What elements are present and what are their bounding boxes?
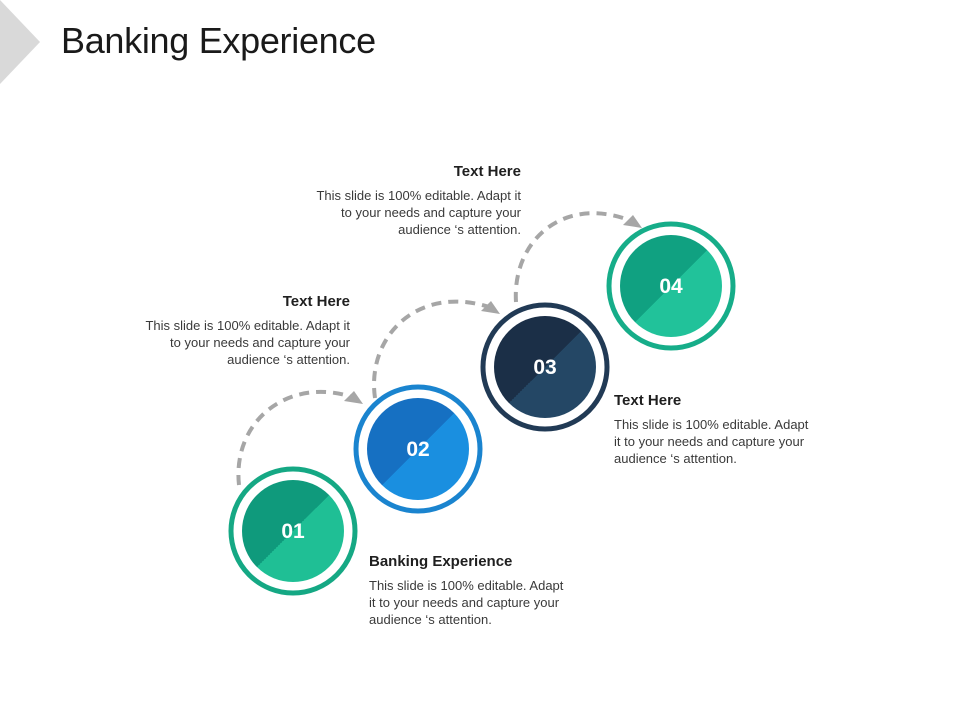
step-03-number: 03 [533,356,556,379]
step-circle-03: 03 [480,302,610,432]
step-01-disc [242,480,344,582]
step-circle-04: 04 [606,221,736,351]
text-block-03-line-2: it to your needs and capture your [614,434,805,449]
text-block-03-line-1: This slide is 100% editable. Adapt [614,417,809,432]
text-block-04-body: This slide is 100% editable. Adapt it to… [281,187,521,238]
step-04-disc [620,235,722,337]
text-block-04-line-1: This slide is 100% editable. Adapt it [316,188,521,203]
step-03-disc [494,316,596,418]
text-block-02: Text Here This slide is 100% editable. A… [110,293,350,368]
corner-chevron-shape [0,0,40,84]
text-block-01-line-1: This slide is 100% editable. Adapt [369,578,564,593]
text-block-03-heading: Text Here [614,392,682,409]
text-block-03-body: This slide is 100% editable. Adapt it to… [614,416,844,467]
arrowhead-2 [481,301,500,314]
step-02-disc [367,398,469,500]
text-block-04: Text Here This slide is 100% editable. A… [281,163,521,238]
text-block-02-heading: Text Here [282,293,350,310]
connector-arrow-2 [372,299,493,399]
step-01-number: 01 [281,520,305,543]
text-block-01-heading: Banking Experience [369,553,513,570]
text-block-02-body: This slide is 100% editable. Adapt it to… [110,317,350,368]
arrowhead-1 [344,391,363,404]
text-block-01-line-3: audience ‘s attention. [369,612,492,627]
text-block-03: Text Here This slide is 100% editable. A… [614,392,844,467]
step-02-number: 02 [406,438,429,461]
text-block-03-line-3: audience ‘s attention. [614,451,737,466]
connector-arrow-3 [513,211,635,303]
text-block-01-line-2: it to your needs and capture your [369,595,560,610]
arrowhead-3 [623,215,642,228]
step-04-number: 04 [659,275,683,298]
page-title: Banking Experience [61,20,376,61]
step-circle-01: 01 [228,466,358,596]
text-block-01: Banking Experience This slide is 100% ed… [369,553,599,628]
step-circle-02: 02 [353,384,483,514]
text-block-02-line-3: audience ‘s attention. [227,352,350,367]
text-block-04-line-2: to your needs and capture your [341,205,521,220]
connector-arrow-1 [236,389,356,486]
text-block-04-line-3: audience ‘s attention. [398,222,521,237]
text-block-04-heading: Text Here [453,163,521,180]
corner-chevron-decoration [0,0,40,84]
text-block-02-line-1: This slide is 100% editable. Adapt it [145,318,350,333]
text-block-02-line-2: to your needs and capture your [170,335,350,350]
text-block-01-body: This slide is 100% editable. Adapt it to… [369,577,599,628]
